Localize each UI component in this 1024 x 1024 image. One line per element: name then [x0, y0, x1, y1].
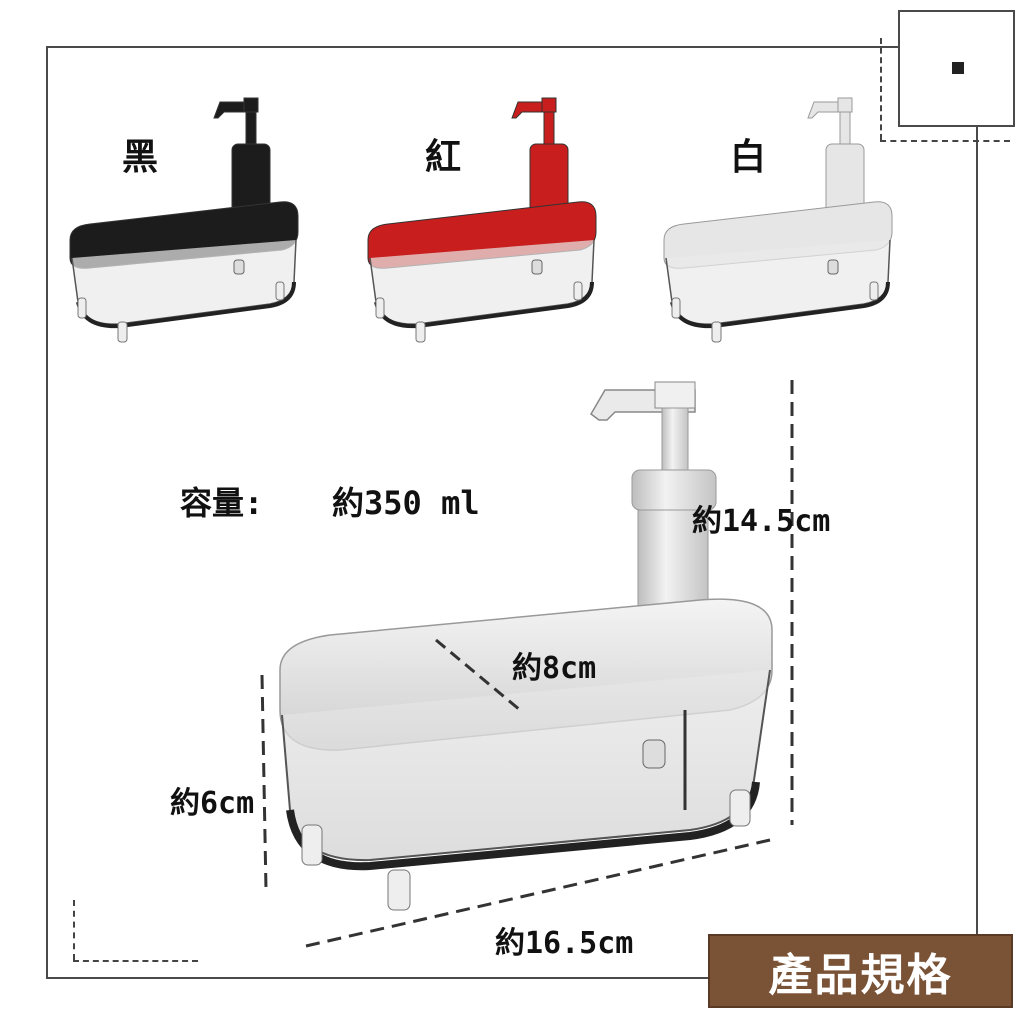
capacity-label: 容量: — [180, 484, 264, 522]
dashed-line — [880, 38, 882, 140]
variant-label-white: 白 — [730, 136, 767, 178]
corner-box — [898, 10, 1015, 127]
dashed-line — [73, 900, 75, 960]
product-specs-badge: 產品規格 — [708, 934, 1013, 1008]
dashed-line — [73, 960, 198, 962]
product-image-black — [69, 97, 299, 343]
dashed-line — [880, 140, 1010, 142]
depth-dimension: 約8cm — [512, 651, 597, 686]
product-image-red — [367, 97, 597, 343]
base-height-dimension: 約6cm — [170, 786, 255, 821]
variant-label-red: 紅 — [425, 136, 462, 178]
variant-label-black: 黑 — [122, 136, 159, 178]
content-frame — [46, 46, 978, 979]
product-image-large — [279, 381, 773, 911]
height-dimension: 約14.5cm — [692, 504, 831, 539]
width-dimension: 約16.5cm — [495, 926, 634, 961]
product-image-white — [663, 97, 893, 343]
corner-square-icon — [952, 62, 964, 74]
capacity-value: 約350 ml — [332, 484, 480, 522]
